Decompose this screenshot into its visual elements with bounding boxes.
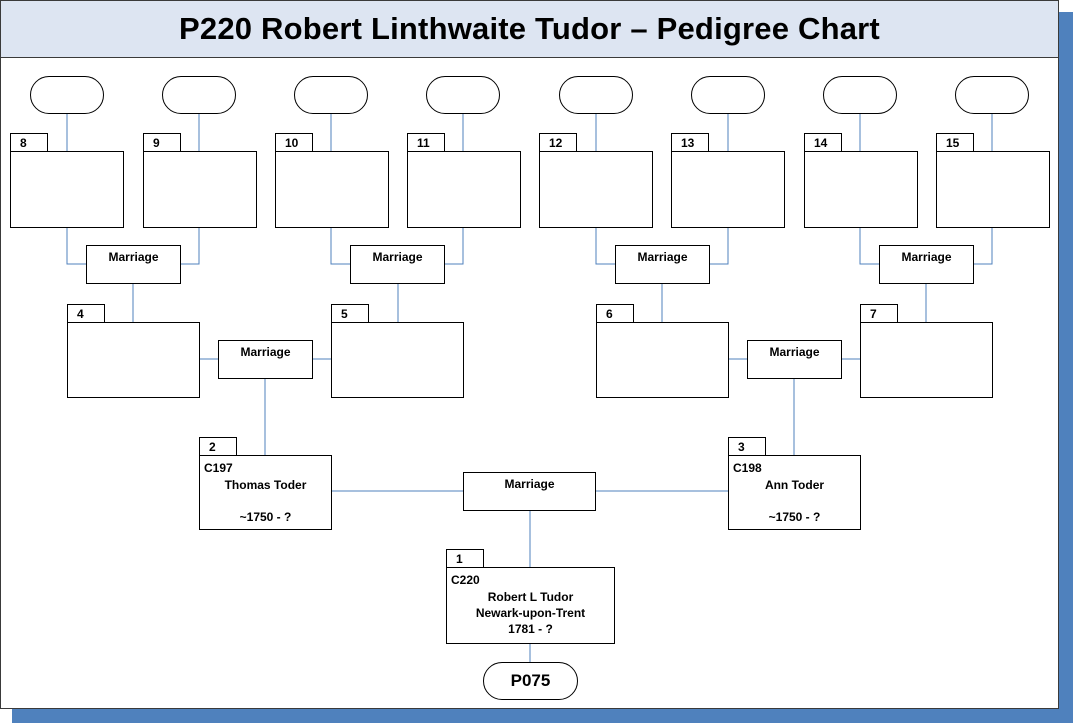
ancestor-link-oval[interactable] [955,76,1029,114]
person-box-6[interactable] [596,322,729,398]
person-number-tab: 1 [446,549,484,568]
person-dates: ~1750 - ? [239,510,292,524]
ancestor-link-oval[interactable] [294,76,368,114]
title-bar: P220 Robert Linthwaite Tudor – Pedigree … [1,1,1058,58]
person-number-tab: 12 [539,133,577,152]
person-number-tab: 6 [596,304,634,323]
person-place: Newark-upon-Trent [475,606,586,620]
ancestor-link-oval[interactable] [823,76,897,114]
person-number-tab: 9 [143,133,181,152]
page-title: P220 Robert Linthwaite Tudor – Pedigree … [179,11,880,46]
person-name: Robert L Tudor [487,590,574,604]
person-number-tab: 13 [671,133,709,152]
person-box-4[interactable] [67,322,200,398]
person-name: Thomas Toder [224,478,307,492]
person-number-tab: 10 [275,133,313,152]
marriage-box[interactable]: Marriage [615,245,710,284]
person-number-tab: 5 [331,304,369,323]
ancestor-link-oval[interactable] [30,76,104,114]
person-number-tab: 3 [728,437,766,456]
person-box-7[interactable] [860,322,993,398]
person-number-tab: 4 [67,304,105,323]
person-box-12[interactable] [539,151,653,228]
person-box-3[interactable]: C198 Ann Toder ~1750 - ? [728,455,861,530]
person-box-14[interactable] [804,151,918,228]
ancestor-link-oval[interactable] [691,76,765,114]
person-box-2[interactable]: C197 Thomas Toder ~1750 - ? [199,455,332,530]
marriage-box[interactable]: Marriage [879,245,974,284]
person-box-11[interactable] [407,151,521,228]
ancestor-link-oval[interactable] [162,76,236,114]
marriage-box[interactable]: Marriage [747,340,842,379]
person-box-8[interactable] [10,151,124,228]
person-code: C220 [451,573,480,587]
person-box-10[interactable] [275,151,389,228]
marriage-box[interactable]: Marriage [463,472,596,511]
ancestor-link-oval[interactable] [559,76,633,114]
person-dates: ~1750 - ? [768,510,821,524]
person-name: Ann Toder [764,478,825,492]
person-dates: 1781 - ? [508,622,553,636]
parent-chart-link[interactable]: P075 [483,662,578,700]
person-number-tab: 8 [10,133,48,152]
marriage-box[interactable]: Marriage [350,245,445,284]
person-number-tab: 7 [860,304,898,323]
person-number-tab: 11 [407,133,445,152]
person-number-tab: 14 [804,133,842,152]
person-number-tab: 15 [936,133,974,152]
person-box-9[interactable] [143,151,257,228]
person-number-tab: 2 [199,437,237,456]
person-box-15[interactable] [936,151,1050,228]
marriage-box[interactable]: Marriage [218,340,313,379]
person-box-5[interactable] [331,322,464,398]
person-box-1[interactable]: C220 Robert L Tudor Newark-upon-Trent 17… [446,567,615,644]
person-box-13[interactable] [671,151,785,228]
person-code: C198 [733,461,762,475]
ancestor-link-oval[interactable] [426,76,500,114]
person-code: C197 [204,461,233,475]
marriage-box[interactable]: Marriage [86,245,181,284]
